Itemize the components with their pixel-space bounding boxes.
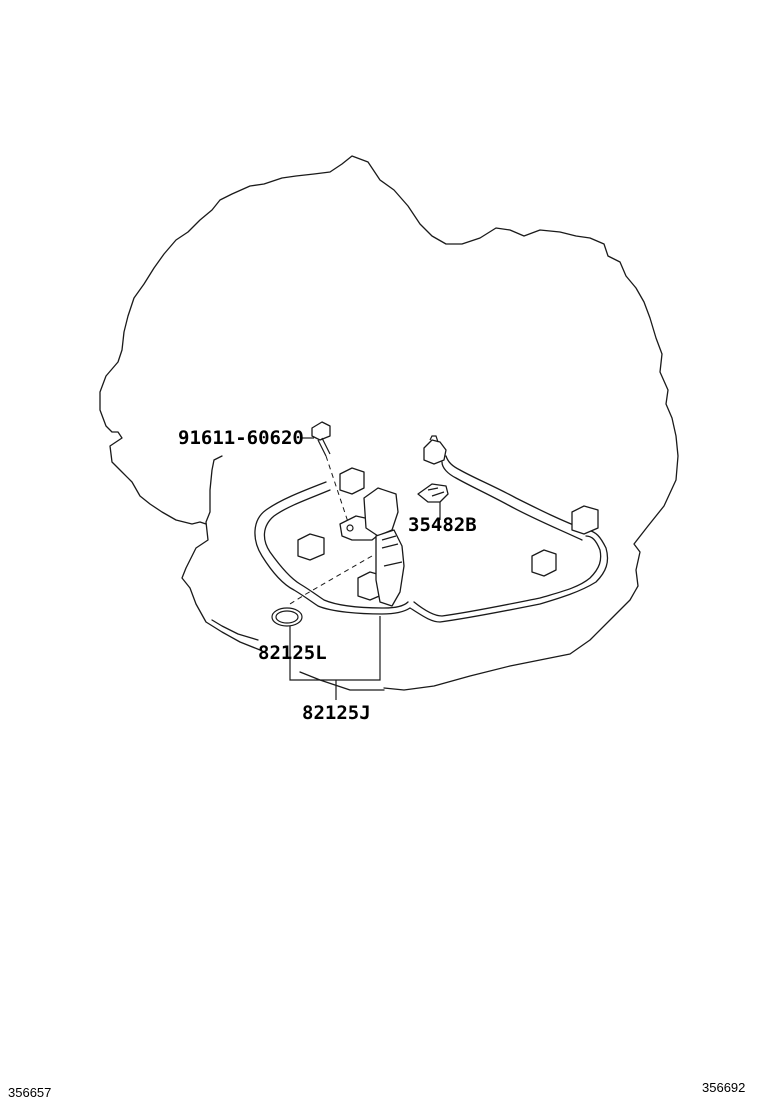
sensor-stem	[375, 529, 405, 607]
footer-right-id: 356692	[702, 1080, 746, 1095]
wire-harness-right-branch	[409, 529, 609, 623]
wire-harness-loop	[254, 481, 411, 615]
transmission-housing-outline	[99, 155, 679, 691]
bolt-leader-dash	[325, 455, 349, 523]
connector-5	[571, 505, 599, 535]
oring-leader-dash	[289, 555, 373, 605]
connector-2	[297, 533, 325, 561]
label-bolt: 91611-60620	[178, 427, 304, 449]
label-clamp: 35482B	[408, 514, 477, 536]
sensor-body	[363, 487, 399, 537]
footer-left-id: 356657	[8, 1085, 52, 1100]
clamp-35482B	[417, 483, 449, 503]
harness-clip	[423, 439, 447, 465]
connector-1	[339, 467, 365, 495]
oil-pan-edge	[211, 619, 385, 691]
connector-4	[531, 549, 557, 577]
harness-bracket-82125J	[289, 616, 381, 700]
oring-82125L	[271, 607, 303, 627]
label-oring: 82125L	[258, 642, 327, 664]
label-harness: 82125J	[302, 702, 371, 724]
wire-harness-upper-branch	[445, 455, 587, 531]
bolt	[311, 421, 331, 441]
